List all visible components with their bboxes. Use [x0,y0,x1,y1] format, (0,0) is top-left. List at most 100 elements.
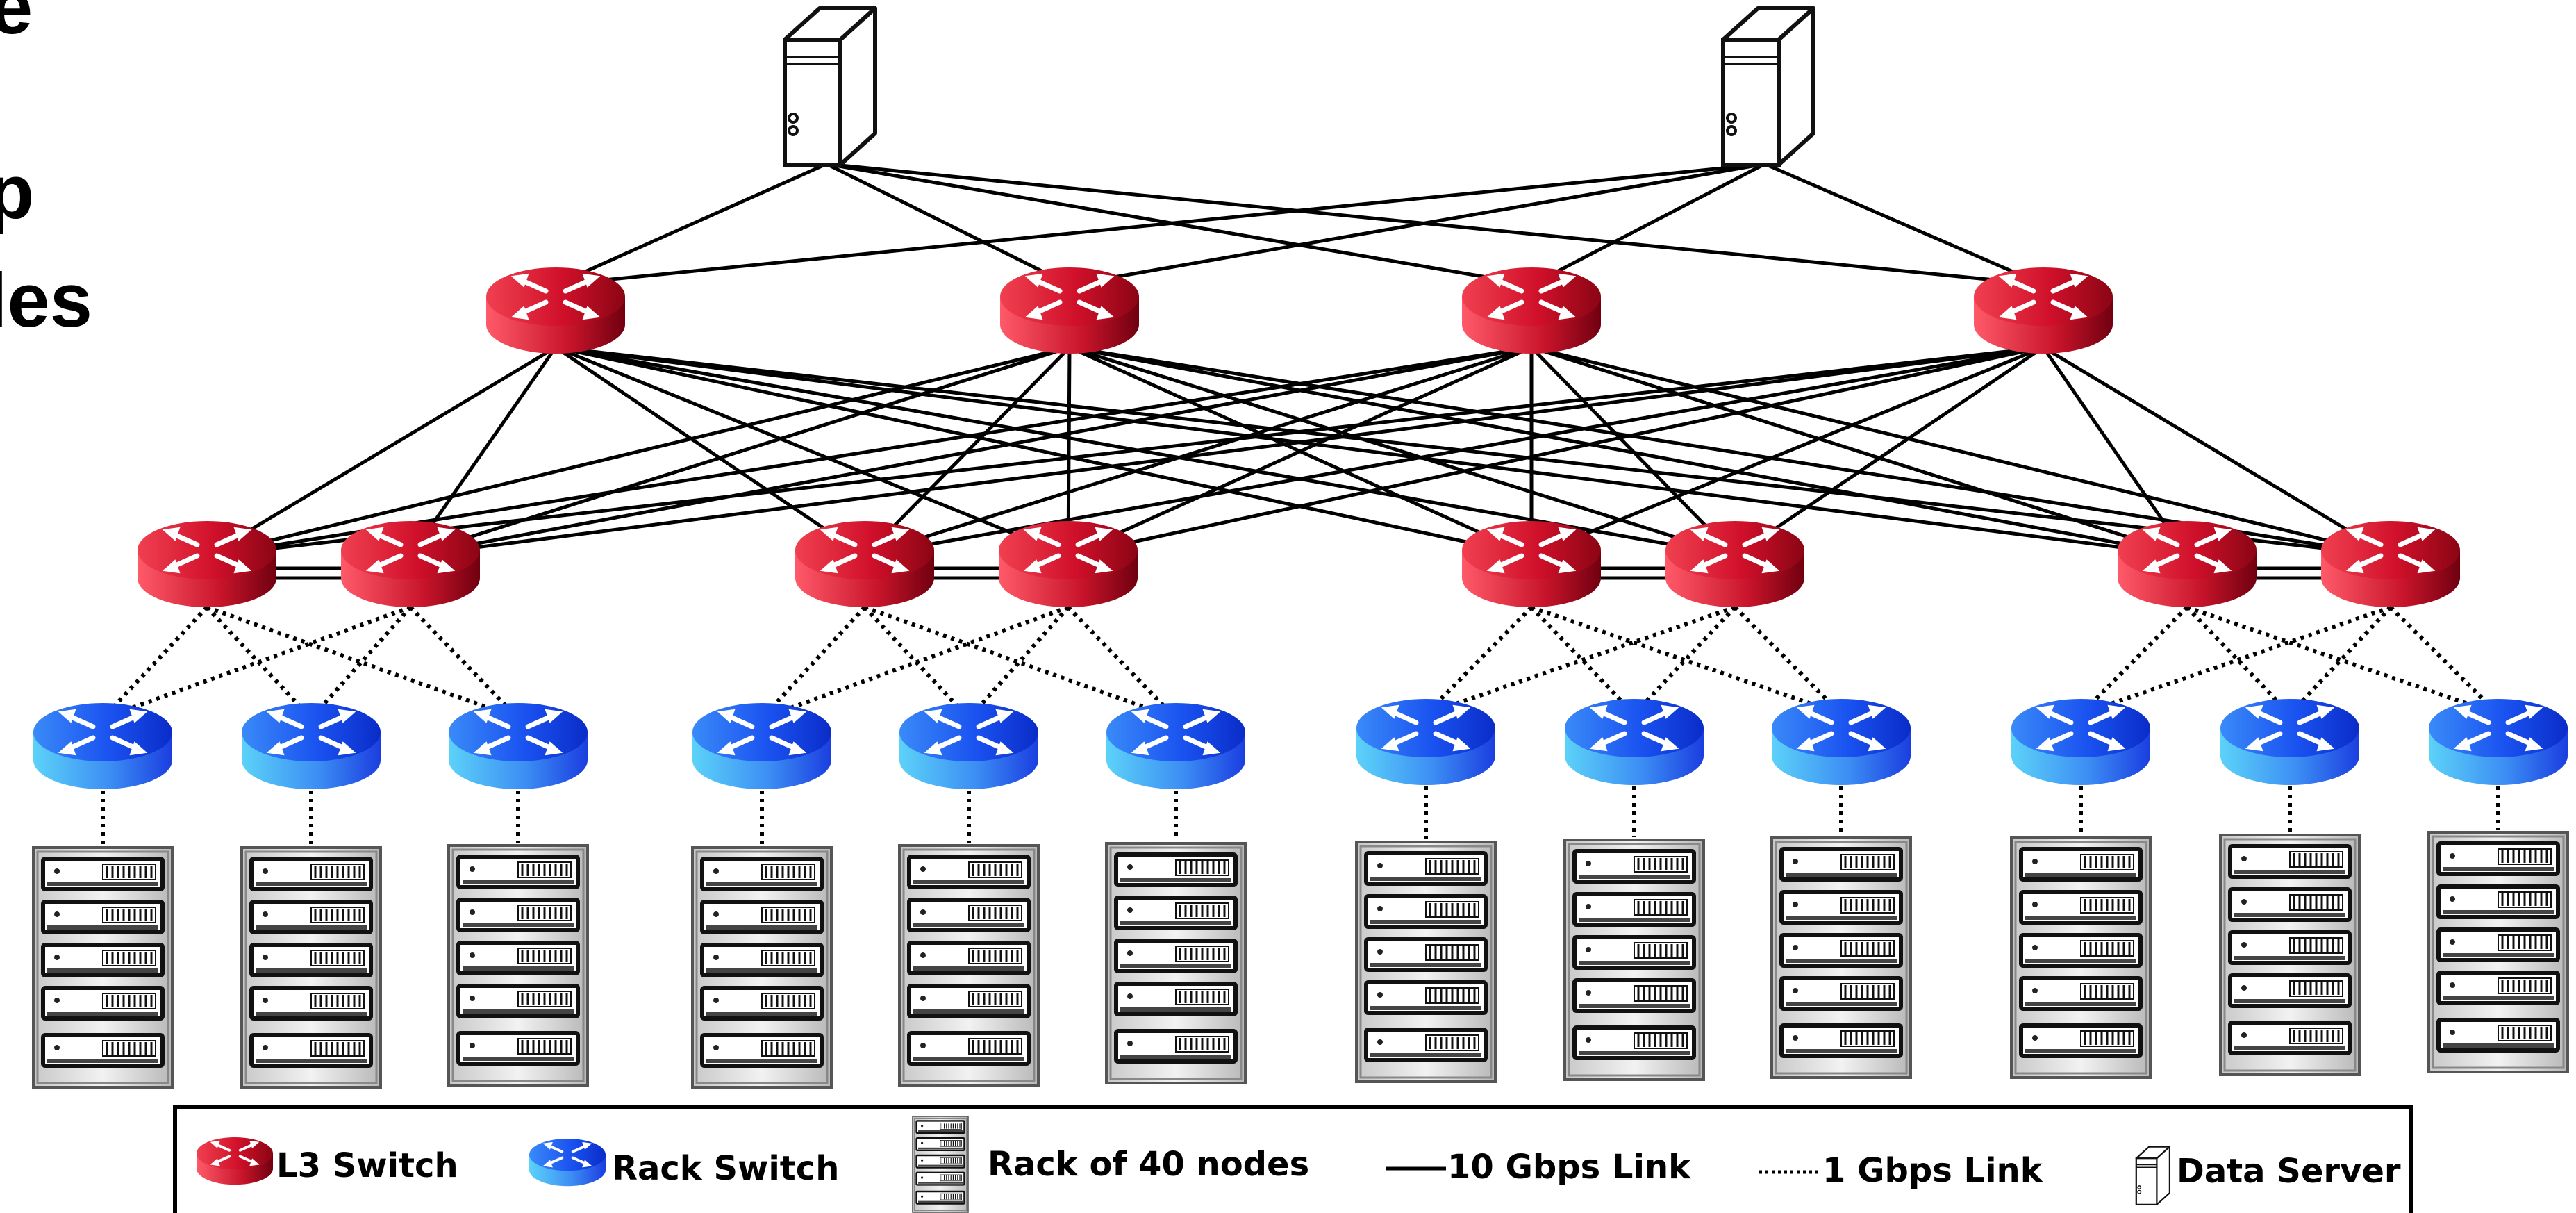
one-gbps-link [2079,605,2189,716]
core-l3-switch-4 [1974,267,2113,354]
ten-gbps-link [206,345,1532,558]
core-l3-switch-2 [1000,267,1139,354]
ten-gbps-link [554,162,828,287]
cut-heading-p: p [0,149,35,235]
ten-gbps-link [554,345,866,558]
rack-switch-icon [449,703,588,789]
server-rack-icon [1356,842,1495,1082]
agg-l3-switch-2b [999,521,1138,607]
ten-gbps-link [1530,346,1736,557]
rack-switch-icon [692,703,831,789]
one-gbps-link [1733,605,1843,716]
ten-gbps-link [1531,345,2188,558]
ten-gbps-link [555,345,2188,558]
ten-gbps-link [826,162,1532,287]
cut-heading-les: les [0,258,92,343]
ten-gbps-link [864,345,1532,558]
rack-switch-legend-icon [529,1139,606,1186]
ten-gbps-link [410,345,2044,558]
ten-gbps-link [826,162,2044,287]
legend-1g-label: 1 Gbps Link [1822,1151,2043,1190]
server-rack-icon [33,848,172,1087]
one-gbps-link [1424,605,1534,716]
server-rack-icon [2220,835,2359,1075]
rack-switch-icon [1356,699,1495,785]
core-l3-switch-1 [486,267,625,354]
rack-legend-icon [913,1116,968,1212]
legend-rack-label: Rack of 40 nodes [988,1145,1309,1184]
ten-gbps-link [1530,162,1766,287]
data-server-icon [785,8,875,165]
one-gbps-link [205,605,313,720]
agg-l3-switch-3a [1462,521,1601,607]
ten-gbps-link [206,345,557,558]
ten-gbps-link [1531,345,2044,558]
one-gbps-link [863,605,971,720]
one-gbps-links [101,605,2500,845]
ten-gbps-link [555,345,1736,558]
agg-l3-switch-2a [795,521,934,607]
agg-l3-switch-4b [2321,521,2460,607]
l3-switch-icon [197,1137,273,1185]
server-rack-icon [1565,840,1704,1080]
rack-switches [33,699,2568,789]
server-rack-icon [449,845,588,1085]
server-rack-icon [2429,832,2568,1072]
agg-l3-switch-4a [2118,521,2257,607]
legend-l3-switch-label: L3 Switch [276,1146,458,1185]
rack-switch-icon [2220,699,2359,785]
cut-heading-e: e [0,0,33,50]
rack-switch-icon [899,703,1038,789]
one-gbps-link [101,605,209,720]
ten-gbps-link [2041,346,2189,557]
ten-gbps-link [206,345,1070,558]
server-rack-icon [692,848,831,1087]
data-server-icon [1723,8,1813,165]
ten-gbps-link [1069,345,2391,558]
ten-gbps-link [410,345,1532,558]
core-l3-switch-3 [1462,267,1601,354]
legend: L3 Switch Rack Switch Rack of 40 nodes 1… [173,1105,2413,1213]
racks [33,832,2568,1087]
server-rack-icon [242,848,381,1087]
rack-switch-icon [1106,703,1245,789]
ten-gbps-link [555,345,2391,558]
ten-gbps-link [206,345,2044,558]
one-gbps-link [408,605,520,720]
ten-gbps-link [864,345,2044,558]
ten-gbps-link [1069,345,1736,558]
one-gbps-link [2388,605,2500,716]
ten-gbps-link [1069,345,2188,558]
ten-gbps-link [1531,345,2391,558]
server-rack-icon [899,845,1038,1085]
data-server-legend-icon [2135,1146,2171,1205]
rack-switch-icon [1565,699,1704,785]
rack-switch-icon [2429,699,2568,785]
legend-rack-switch-label: Rack Switch [612,1149,839,1188]
ten-gbps-link [555,345,1069,558]
ten-gbps-link [555,345,1532,558]
legend-data-server-label: Data Server [2177,1152,2401,1191]
server-rack-icon [1772,838,1911,1078]
ten-gbps-link [1067,345,1533,558]
ten-gbps-link [1734,345,2045,558]
agg-l3-switch-3b [1665,521,1804,607]
ten-gbps-link [1764,162,2044,287]
rack-switch-icon [242,703,381,789]
rack-switch-icon [1772,699,1911,785]
one-gbps-link [1066,605,1178,720]
ten-gbps-link [2042,345,2392,558]
agg-l3-switch-1a [138,521,276,607]
one-gbps-link [206,605,520,720]
one-gbps-link [863,605,1177,720]
ten-gbps-link [1069,162,1765,287]
ten-gbps-link [825,162,1071,287]
ten-gbps-link [555,162,1765,287]
one-gbps-link [760,605,867,720]
server-rack-icon [1106,843,1245,1083]
rack-switch-icon [33,703,172,789]
legend-10g-label: 10 Gbps Link [1447,1148,1691,1187]
agg-l3-switch-1b [341,521,480,607]
ten-gbps-link [1067,345,2044,558]
